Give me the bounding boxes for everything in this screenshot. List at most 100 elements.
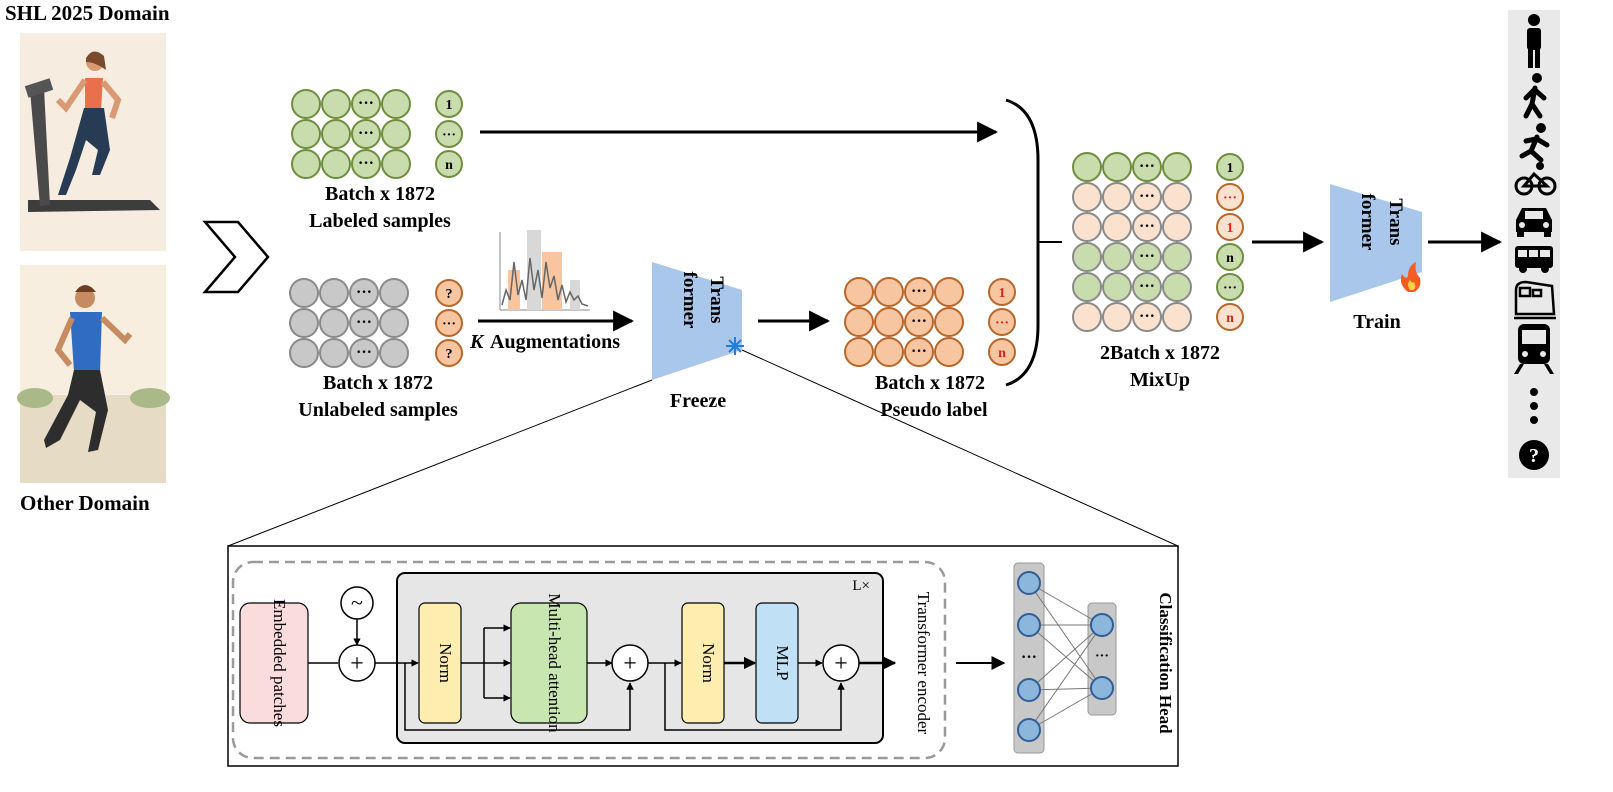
label-item: ··· bbox=[995, 316, 1009, 331]
svg-text:···: ··· bbox=[358, 95, 374, 112]
svg-text:Trans: Trans bbox=[1385, 198, 1406, 245]
unlabeled-label-column: ? ··· ? bbox=[435, 279, 463, 367]
train-icon bbox=[1514, 280, 1556, 320]
mixup-sample-grid: ··· ··· ··· ··· ··· ··· bbox=[1072, 152, 1192, 332]
label-item: n bbox=[445, 158, 453, 173]
fire-icon bbox=[1400, 262, 1421, 292]
augment-label: Augmentations bbox=[490, 331, 620, 353]
augment-k-label: K bbox=[469, 331, 485, 353]
repeat-label: L× bbox=[852, 578, 870, 594]
svg-text:···: ··· bbox=[1139, 188, 1155, 205]
chevron-right-icon bbox=[202, 220, 270, 294]
svg-text:?: ? bbox=[1529, 445, 1539, 467]
mlp-box: MLP bbox=[755, 602, 799, 724]
svg-text:former: former bbox=[679, 272, 700, 330]
labeled-sample-grid: ··· ··· ··· bbox=[291, 89, 411, 179]
label-item: 1 bbox=[1227, 161, 1234, 176]
svg-text:Norm: Norm bbox=[699, 643, 718, 683]
target-domain-label: Other Domain bbox=[20, 491, 150, 515]
svg-text:+: + bbox=[834, 651, 848, 677]
svg-text:···: ··· bbox=[1139, 248, 1155, 265]
multi-head-attention-box: Multi-head attention bbox=[510, 593, 588, 733]
label-item: ··· bbox=[1223, 281, 1237, 296]
pseudo-label-column: 1 ··· n bbox=[988, 278, 1016, 366]
transformer-encoder-label: Transformer encoder bbox=[914, 592, 933, 735]
standing-person-icon bbox=[1527, 14, 1541, 68]
svg-text:···: ··· bbox=[358, 125, 374, 142]
svg-text:···: ··· bbox=[911, 343, 927, 360]
bus-icon bbox=[1515, 246, 1553, 273]
label-item: n bbox=[1226, 311, 1234, 326]
svg-text:···: ··· bbox=[1021, 649, 1037, 666]
encoder-dashed-frame bbox=[231, 560, 947, 760]
add-node-1: + bbox=[338, 644, 376, 682]
svg-text:···: ··· bbox=[1139, 278, 1155, 295]
question-icon: ? bbox=[1519, 440, 1549, 470]
svg-text:···: ··· bbox=[356, 344, 372, 361]
svg-text:···: ··· bbox=[358, 155, 374, 172]
label-item: 1 bbox=[446, 98, 453, 113]
svg-text:MLP: MLP bbox=[773, 646, 792, 681]
more-icon bbox=[1530, 388, 1538, 424]
car-icon bbox=[1516, 208, 1552, 237]
label-item: ? bbox=[446, 287, 453, 302]
walking-person-icon bbox=[1523, 73, 1547, 119]
mixup-batch-title: 2Batch x 1872 bbox=[1100, 342, 1220, 364]
labeled-batch-title: Batch x 1872 bbox=[325, 183, 435, 205]
svg-text:···: ··· bbox=[356, 284, 372, 301]
zoom-line-left bbox=[227, 379, 653, 547]
svg-text:···: ··· bbox=[356, 314, 372, 331]
svg-text:Norm: Norm bbox=[436, 643, 455, 683]
outdoor-runner-image bbox=[17, 265, 170, 483]
svg-text:Trans: Trans bbox=[706, 276, 727, 323]
embedded-patches-label: Embedded patches bbox=[270, 599, 289, 727]
norm-box-1: Norm bbox=[418, 602, 462, 724]
freeze-caption: Freeze bbox=[670, 390, 726, 412]
unlabeled-batch-title: Batch x 1872 bbox=[323, 372, 433, 394]
pseudo-sample-grid: ··· ··· ··· bbox=[844, 277, 964, 367]
svg-text:···: ··· bbox=[911, 313, 927, 330]
label-item: 1 bbox=[1227, 221, 1234, 236]
mixup-label-column: 1 ··· 1 n ··· n bbox=[1216, 153, 1244, 331]
positional-encoding-node: ~ bbox=[340, 586, 374, 620]
zoom-line-right bbox=[741, 349, 1179, 547]
add-node-2: + bbox=[611, 644, 649, 682]
label-item: 1 bbox=[999, 286, 1006, 301]
svg-text:···: ··· bbox=[1139, 218, 1155, 235]
class-icon-panel: ? bbox=[1508, 10, 1560, 478]
svg-text:Multi-head attention: Multi-head attention bbox=[545, 593, 564, 733]
svg-text:~: ~ bbox=[351, 590, 363, 615]
svg-text:···: ··· bbox=[1095, 649, 1109, 664]
freeze-transformer-block: Trans former bbox=[652, 262, 744, 380]
pseudo-batch-subtitle: Pseudo label bbox=[880, 399, 988, 421]
source-domain-label: SHL 2025 Domain bbox=[5, 1, 170, 25]
label-item: ··· bbox=[442, 128, 456, 143]
labeled-batch-subtitle: Labeled samples bbox=[309, 210, 451, 232]
label-item: ··· bbox=[1223, 191, 1237, 206]
unlabeled-sample-grid: ··· ··· ··· bbox=[289, 278, 409, 368]
label-item: n bbox=[998, 346, 1006, 361]
embedded-patches-box: Embedded patches bbox=[239, 599, 309, 727]
svg-text:···: ··· bbox=[1139, 158, 1155, 175]
add-node-3: + bbox=[822, 644, 860, 682]
running-person-icon bbox=[1519, 123, 1550, 163]
treadmill-runner-image bbox=[20, 33, 166, 251]
svg-text:···: ··· bbox=[1139, 308, 1155, 325]
classification-head-network: ··· ··· bbox=[1013, 562, 1117, 754]
augmentation-signal-icon bbox=[499, 230, 590, 311]
label-item: ? bbox=[446, 347, 453, 362]
snowflake-icon bbox=[726, 337, 744, 355]
label-item: ··· bbox=[442, 317, 456, 332]
norm-box-2: Norm bbox=[681, 602, 725, 724]
labeled-label-column: 1 ··· n bbox=[435, 90, 463, 178]
label-item: n bbox=[1226, 251, 1234, 266]
classification-head-label: Classification Head bbox=[1156, 592, 1175, 734]
pseudo-batch-title: Batch x 1872 bbox=[875, 372, 985, 394]
svg-text:+: + bbox=[350, 651, 364, 677]
unlabeled-batch-subtitle: Unlabeled samples bbox=[298, 399, 458, 421]
train-caption: Train bbox=[1353, 311, 1400, 333]
svg-text:+: + bbox=[623, 651, 637, 677]
cycling-icon bbox=[1514, 162, 1557, 196]
mixup-caption: MixUp bbox=[1130, 369, 1190, 391]
subway-icon bbox=[1514, 324, 1554, 374]
